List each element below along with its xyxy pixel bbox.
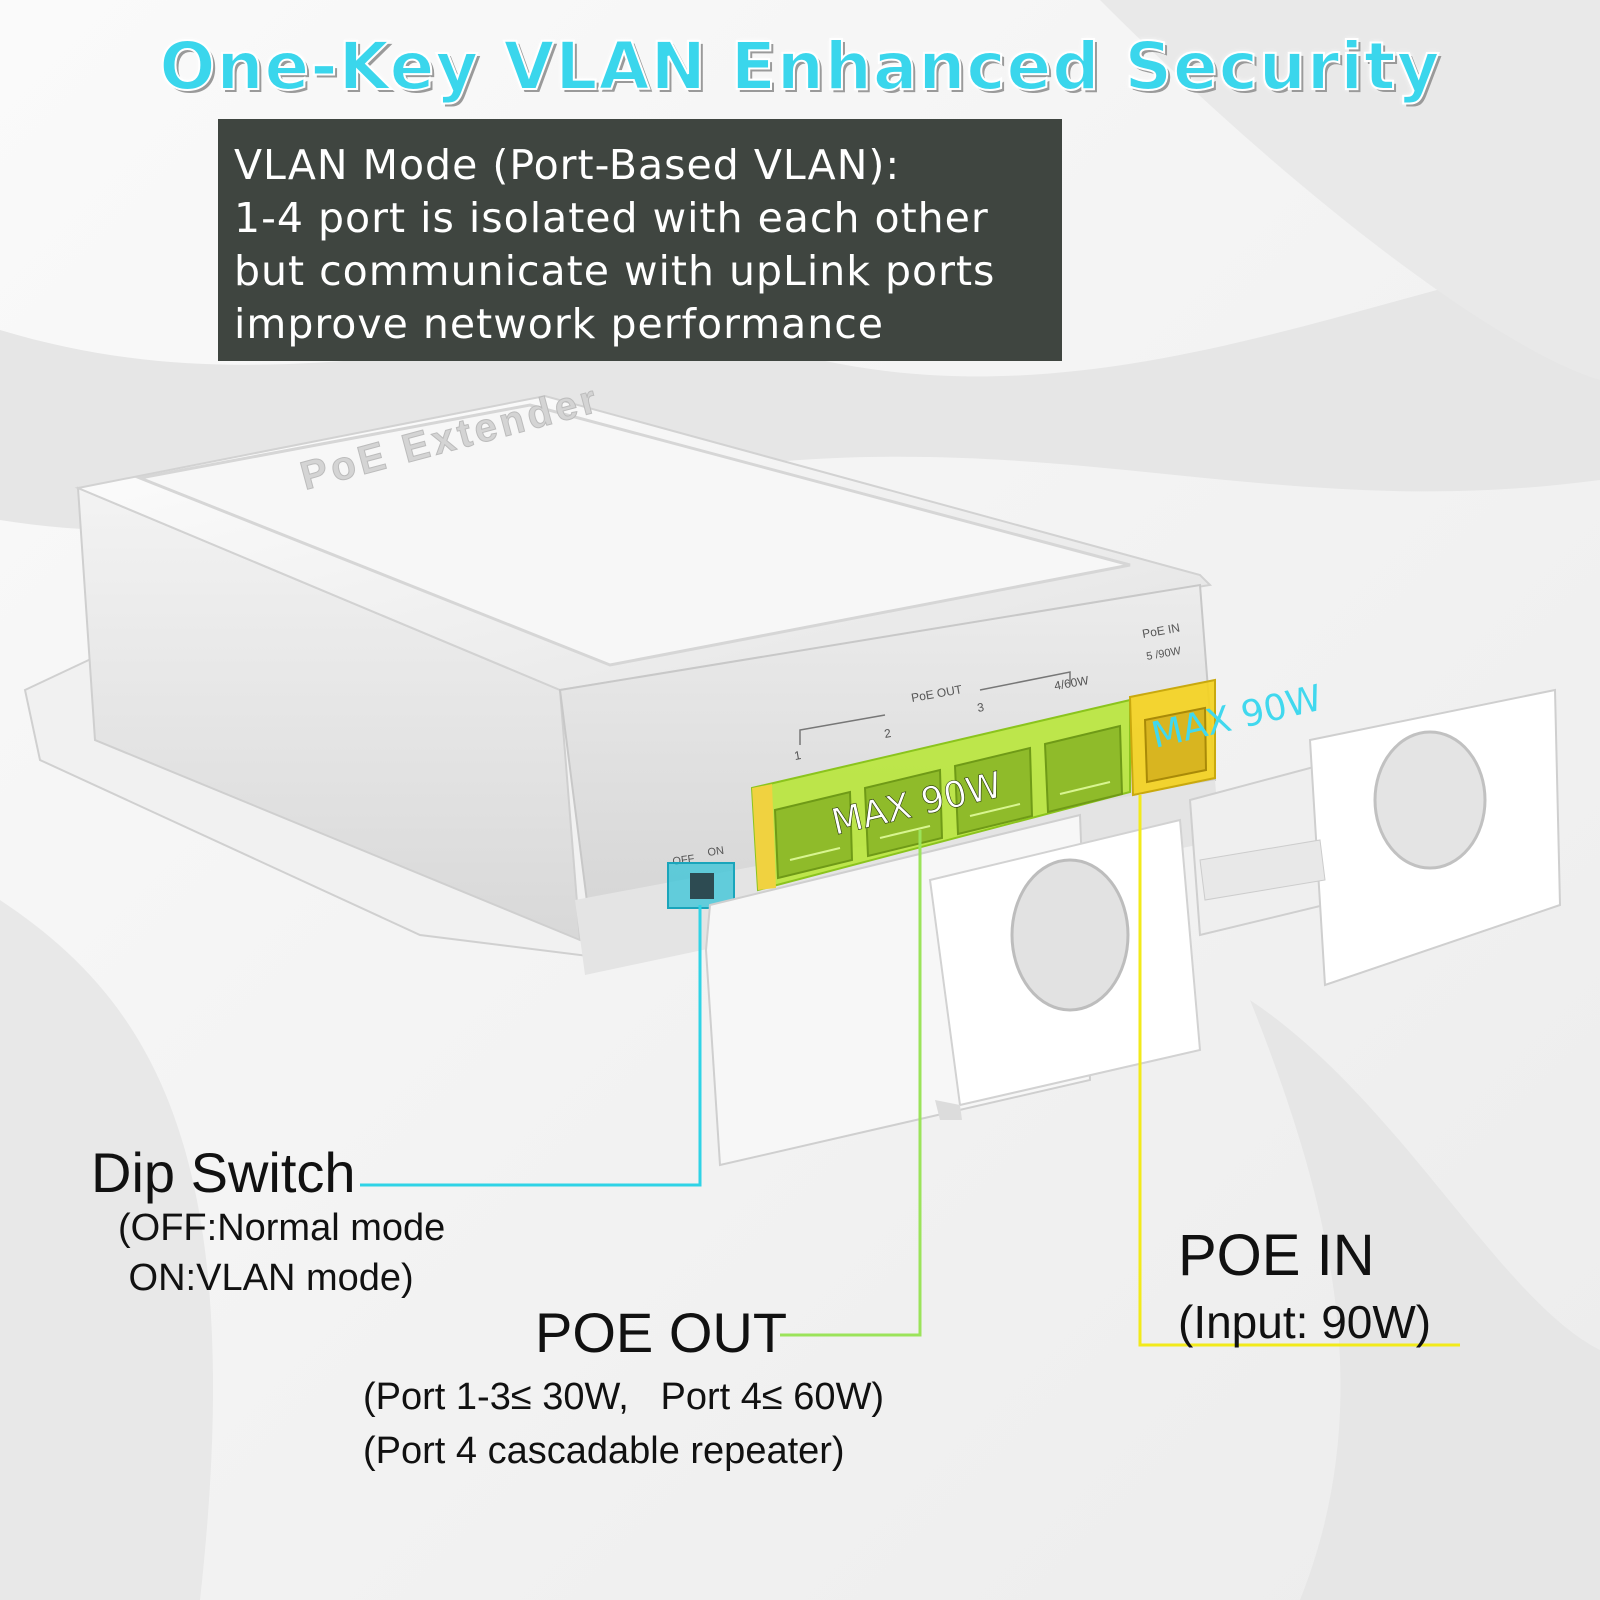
poe-in-label: PoE IN bbox=[1141, 621, 1181, 641]
port-3-label: 3 bbox=[976, 700, 985, 715]
poe-in-callout-line bbox=[1138, 795, 1460, 1347]
poe-out-description: (Port 1-3≤ 30W, Port 4≤ 60W) (Port 4 cas… bbox=[363, 1370, 884, 1478]
port-4-label: 4/60W bbox=[1053, 673, 1090, 693]
poe-out-power-line: (Port 1-3≤ 30W, Port 4≤ 60W) bbox=[363, 1376, 885, 1418]
port-1-label: 1 bbox=[793, 748, 802, 763]
info-line: but communicate with upLink ports bbox=[234, 247, 996, 295]
port-2-label: 2 bbox=[883, 726, 892, 741]
dip-switch-off-line: (OFF:Normal mode bbox=[118, 1207, 446, 1249]
info-line: improve network performance bbox=[234, 300, 885, 348]
info-line: VLAN Mode (Port-Based VLAN): bbox=[234, 141, 901, 189]
dip-switch-title: Dip Switch bbox=[91, 1141, 356, 1204]
dip-switch-description: (OFF:Normal mode ON:VLAN mode) bbox=[118, 1203, 445, 1303]
dip-switch-on-line: ON:VLAN mode) bbox=[118, 1257, 414, 1299]
vlan-info-box: VLAN Mode (Port-Based VLAN): 1-4 port is… bbox=[218, 119, 1062, 361]
poe-out-callout-line bbox=[780, 830, 922, 1337]
poe-out-title: POE OUT bbox=[535, 1301, 788, 1364]
page-title: One-Key VLAN Enhanced Security bbox=[158, 27, 1441, 106]
dip-switch-callout-line bbox=[360, 905, 702, 1187]
poe-out-cascade-line: (Port 4 cascadable repeater) bbox=[363, 1430, 845, 1472]
info-line: 1-4 port is isolated with each other bbox=[234, 194, 989, 242]
poe-in-title: POE IN bbox=[1178, 1223, 1375, 1288]
switch-on-label: ON bbox=[707, 845, 725, 859]
poe-in-description: (Input: 90W) bbox=[1178, 1296, 1432, 1348]
